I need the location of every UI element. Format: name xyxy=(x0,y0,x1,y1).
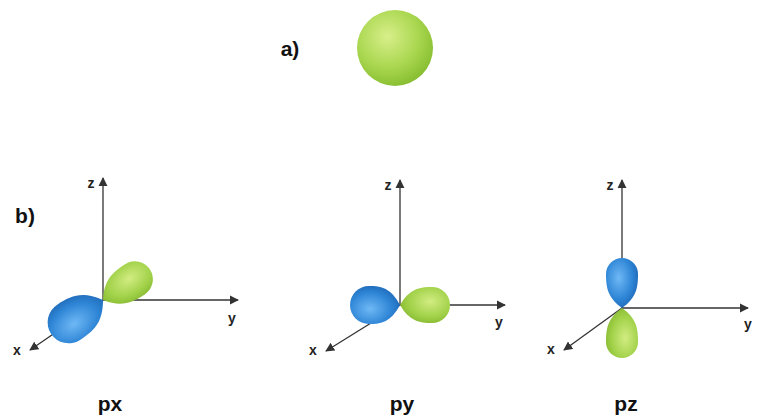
axis-label: y xyxy=(744,317,752,331)
part-label: b) xyxy=(15,205,35,226)
axis-label: y xyxy=(228,311,236,325)
orbital-label: py xyxy=(390,393,415,414)
z-axis xyxy=(399,180,400,305)
part-label: a) xyxy=(281,38,300,59)
axis-label: x xyxy=(13,343,21,357)
p-orbital-lobe xyxy=(93,254,160,315)
p-orbital-lobe xyxy=(606,308,638,358)
s-orbital xyxy=(357,10,433,86)
p-orbital-lobe xyxy=(350,286,400,324)
axis-label: x xyxy=(309,343,317,357)
p-orbital-lobe xyxy=(606,258,638,308)
axis-label: z xyxy=(88,176,95,190)
axis-label: y xyxy=(495,315,503,329)
z-axis xyxy=(102,178,103,300)
orbital-label: pz xyxy=(614,393,637,414)
axis-label: x xyxy=(547,342,555,356)
p-orbital-lobe xyxy=(400,287,450,323)
y-axis xyxy=(622,307,748,308)
orbital-label: px xyxy=(98,393,123,414)
axis-label: z xyxy=(607,178,614,192)
axis-label: z xyxy=(385,178,392,192)
p-orbital-lobe xyxy=(40,282,115,351)
